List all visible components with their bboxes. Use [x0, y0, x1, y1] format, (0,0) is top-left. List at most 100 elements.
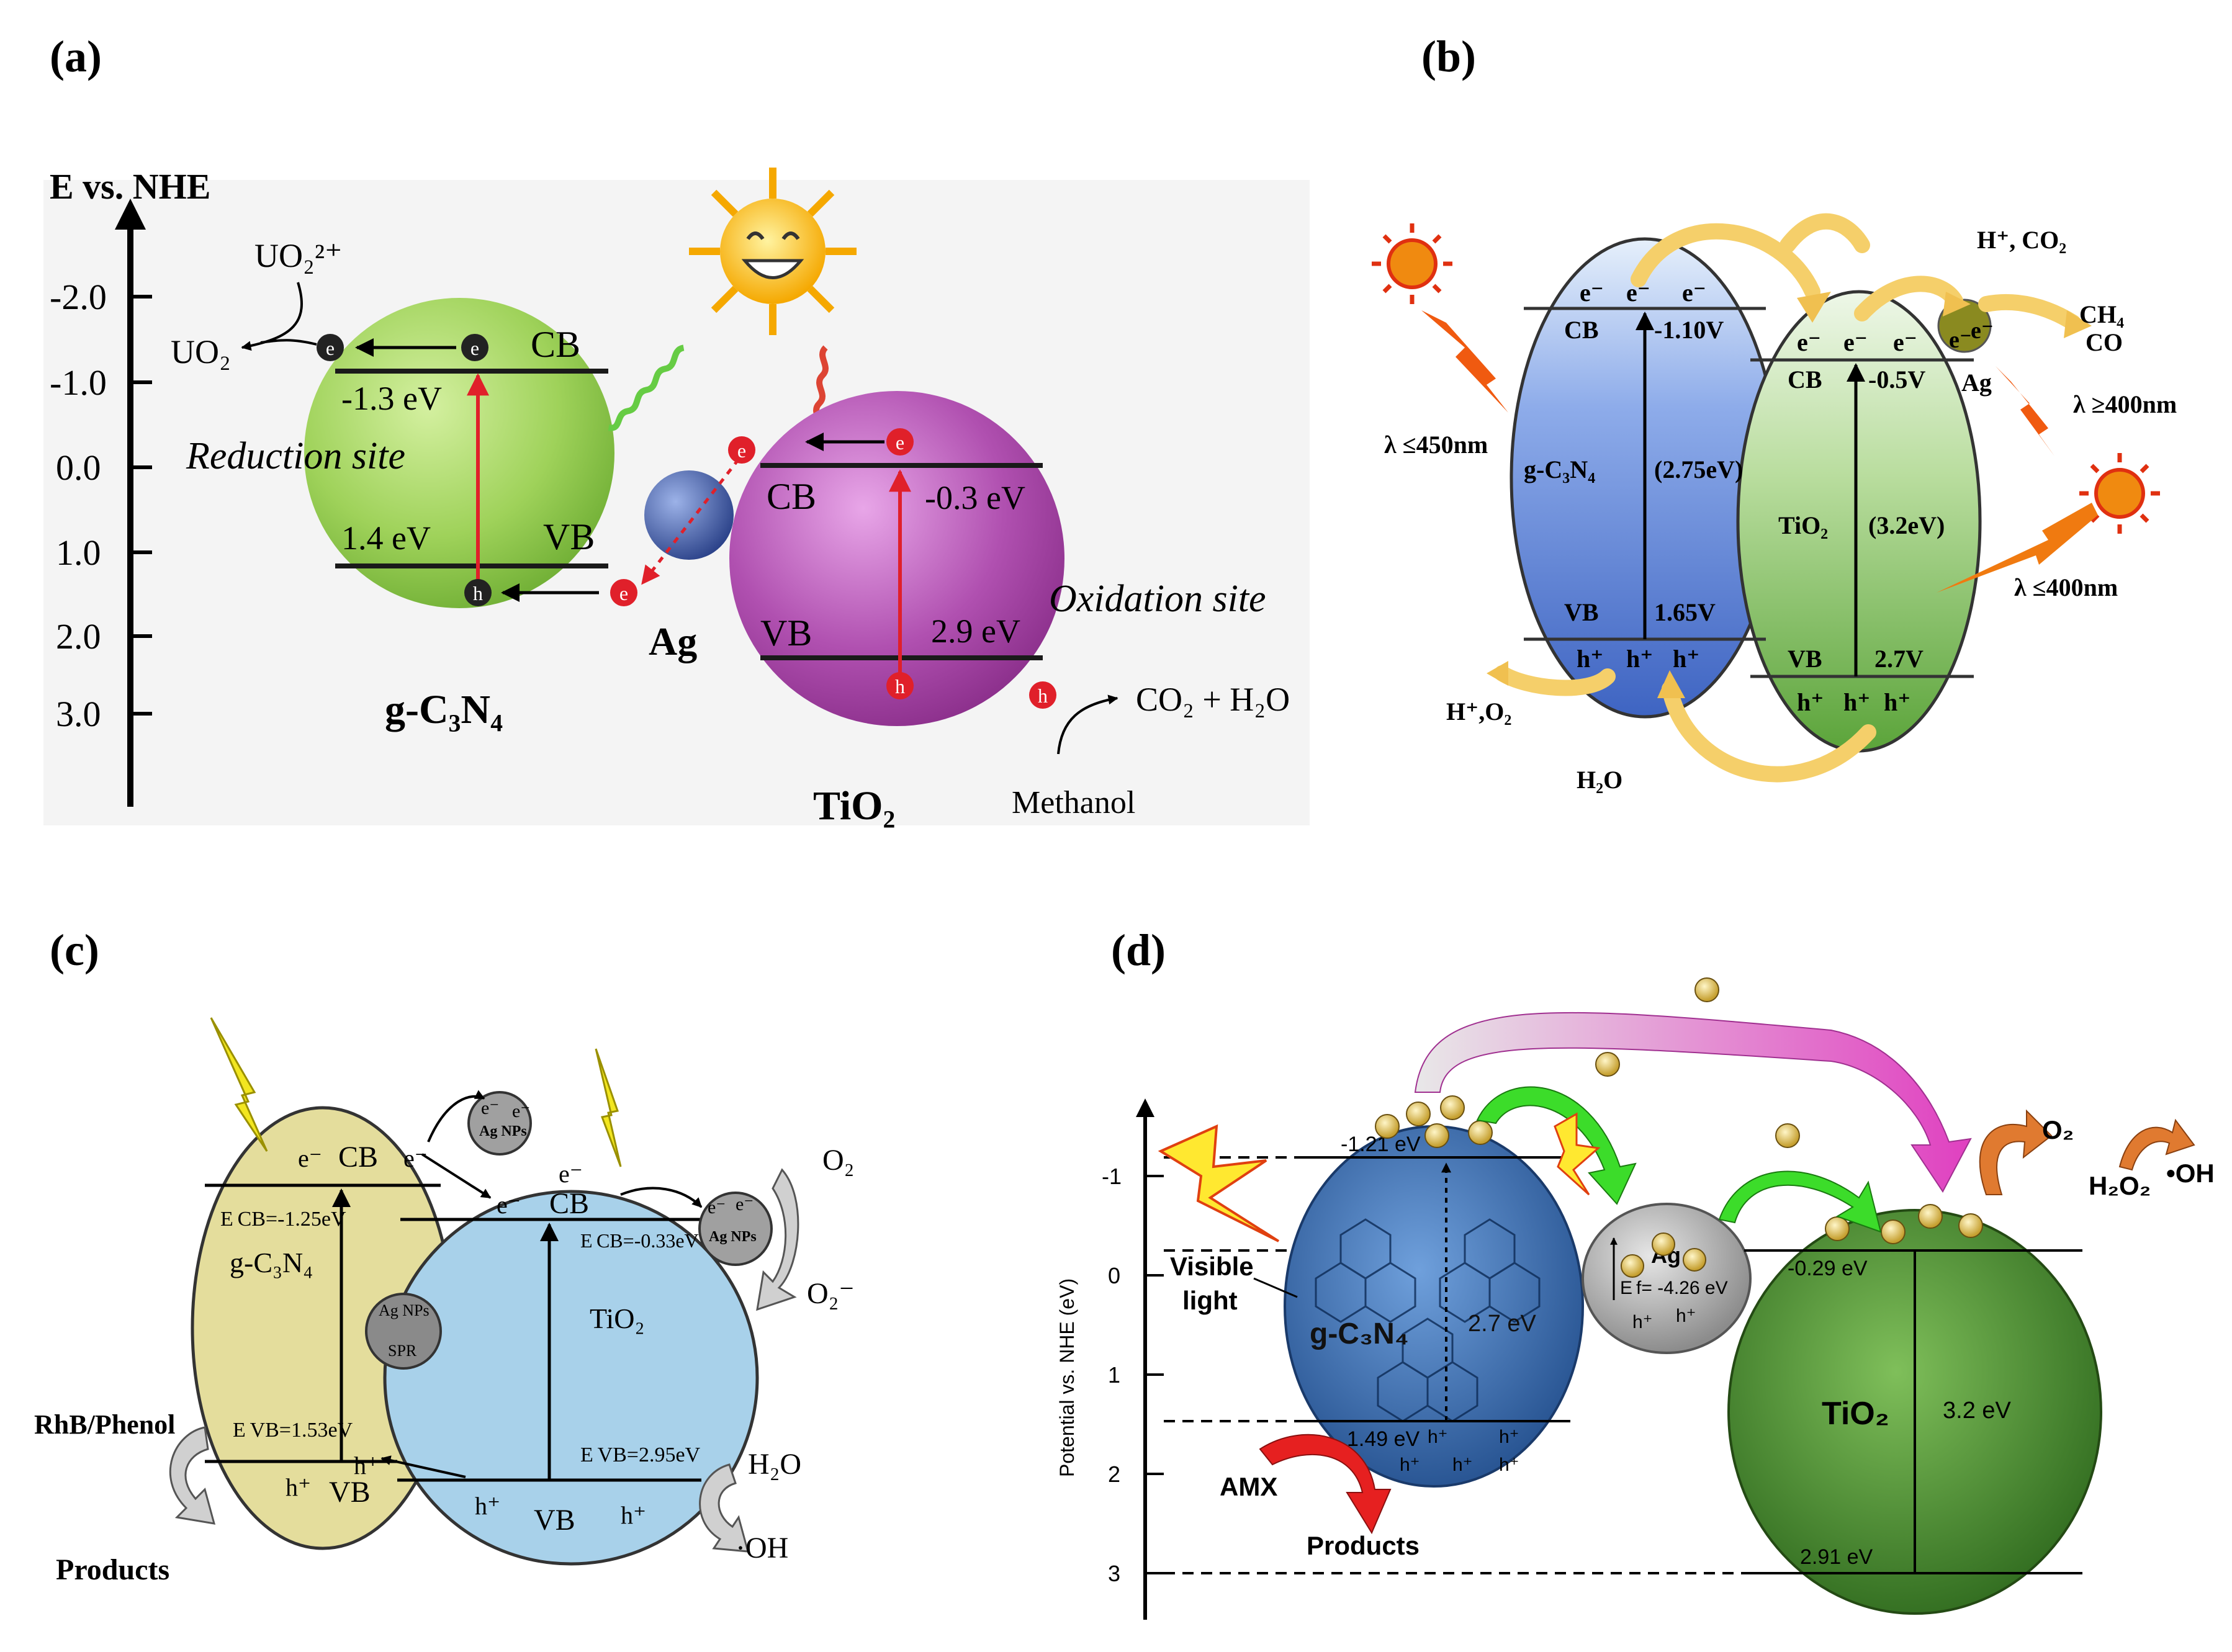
electron-transfer-arrow-green [1476, 1086, 1637, 1205]
axis-arrow-icon [1136, 1098, 1154, 1117]
electron-symbol: e⁻ [1893, 328, 1917, 356]
electron-symbol: e⁻ [1580, 279, 1604, 307]
heptazine-structure-icon [1315, 1218, 1541, 1422]
lightning-icon [210, 1017, 268, 1152]
panel-c: (c) e⁻ CB e⁻ E CB=-1.25eV g-C₃N₄ E VB=1.… [34, 925, 855, 1586]
sun-icon [2079, 453, 2160, 534]
gcn-gap: 2.7 eV [1468, 1311, 1537, 1337]
gcn-vb-value: 1.4 eV [341, 519, 431, 557]
panel-c-label: (c) [50, 925, 99, 975]
ch4-label: CH₄ [2079, 300, 2124, 328]
visible-label-2: light [1182, 1286, 1238, 1315]
tio2-gap: 3.2 eV [1943, 1398, 2012, 1424]
gcn-cb-value: -1.10V [1654, 316, 1724, 344]
tick-label: 0 [1108, 1263, 1120, 1288]
tio2-circle [383, 1190, 759, 1566]
gcn-vb-value: 1.65V [1654, 598, 1716, 626]
tio2-vb-text: VB [760, 613, 812, 653]
methanol-oxidation-arrow [1057, 694, 1118, 755]
spr-label: SPR [388, 1342, 417, 1360]
ag-particle [1937, 299, 1992, 353]
hole-symbol: h⁺ [1626, 645, 1653, 673]
tio2-cb-text: CB [549, 1187, 589, 1220]
panel-b: (b) e⁻ e⁻ e⁻ CB -1.10V g-C₃N₄ (2.75eV) V… [1372, 32, 2177, 794]
hole-icon [1029, 681, 1056, 709]
axis-ticks: -2.0 -1.0 0.0 1.0 2.0 3.0 [50, 277, 152, 734]
panel-b-label: (b) [1421, 32, 1476, 81]
tio2-cb-text: CB [767, 476, 816, 517]
hole-symbol: h [473, 582, 483, 604]
electron-symbol: e⁻ [403, 1144, 428, 1172]
tio2-cb-text: CB [1788, 366, 1822, 393]
hole-symbol: h [1038, 685, 1048, 707]
tio2-vb-value: 2.9 eV [931, 613, 1020, 650]
uo2-label: UO₂ [171, 333, 231, 370]
panel-d-label: (d) [1111, 925, 1166, 975]
hole-symbol: h⁺ [1884, 688, 1910, 716]
gcn-vb-text: VB [543, 516, 595, 557]
sun-icon [689, 168, 857, 335]
axis-title: E vs. NHE [50, 166, 210, 207]
gcn-vb-text: VB [329, 1476, 371, 1509]
tick-label: 2 [1108, 1461, 1120, 1487]
agnps-particle-right [698, 1192, 773, 1266]
gcn-cb-text: CB [338, 1141, 378, 1174]
electron-symbol: e⁻ [512, 1101, 530, 1121]
h-co2-label: H⁺, CO₂ [1977, 226, 2066, 254]
lambda-400-upper: λ ≥400nm [2073, 390, 2177, 418]
rhb-phenol-label: RhB/Phenol [34, 1409, 175, 1440]
gcn-cb-text: CB [531, 324, 580, 365]
reduction-site-label: Reduction site [186, 435, 405, 477]
hole-symbol: h⁺ [1577, 645, 1603, 673]
ag-label: Ag [649, 619, 697, 663]
tio2-label: TiO₂ [1778, 511, 1828, 539]
reaction-arrow [1259, 1434, 1392, 1535]
electron-symbol: e⁻ [559, 1160, 583, 1188]
electron-symbol: e⁻ [298, 1144, 322, 1172]
agnps-particle-top [467, 1091, 532, 1156]
gcn-label: g-C₃N₄ [1524, 456, 1595, 483]
tio2-label: TiO₂ [813, 783, 895, 828]
tio2-gap: (3.2eV) [1868, 511, 1945, 539]
co-label: CO [2086, 328, 2123, 356]
lambda-450-label: λ ≤450nm [1384, 431, 1488, 459]
electron-icon [728, 436, 755, 464]
hole-symbol: h⁺ [1499, 1427, 1519, 1447]
hole-symbol: h⁺ [1452, 1455, 1473, 1475]
gcn-cb-value: -1.3 eV [341, 380, 442, 417]
tick-label: -2.0 [50, 277, 107, 317]
h-o2-label: H⁺,O₂ [1446, 698, 1511, 725]
oh-label: •OH [2166, 1159, 2215, 1188]
tio2-evb: E VB=2.95eV [580, 1443, 701, 1466]
ag-electron: e⁻ [1949, 327, 1972, 353]
o2-minus-label: O₂⁻ [807, 1277, 855, 1310]
reaction-arrows [169, 1168, 799, 1553]
hole-symbol: h [895, 675, 905, 698]
gcn-label: g-C₃N₄ [385, 687, 503, 732]
light-wave-icon [608, 344, 685, 431]
electron-icon [317, 334, 344, 361]
electron-transfer-arrow [421, 1153, 492, 1199]
lightning-icon [1937, 503, 2098, 593]
hole-symbol: h⁺ [1797, 688, 1824, 716]
tio2-label: TiO₂ [1822, 1396, 1889, 1432]
reaction-arrow [2118, 1118, 2195, 1171]
axis-ticks: -1 0 1 2 3 [1102, 1164, 1164, 1586]
electron-transfer-dashed [641, 458, 740, 585]
hole-symbol: h⁺ [354, 1452, 379, 1479]
gcn-label: g-C₃N₄ [1310, 1318, 1409, 1350]
hole-symbol: h⁺ [475, 1492, 500, 1520]
hole-transfer-arrow [380, 1455, 466, 1478]
gcn-gap: (2.75eV) [1654, 456, 1743, 483]
agnps-label: Ag NPs [709, 1229, 757, 1245]
arrowheads [1487, 292, 2092, 698]
agnps-label: Ag NPs [479, 1123, 527, 1139]
hole-symbol: h⁺ [1673, 645, 1699, 673]
electron-symbol: e⁻ [497, 1191, 521, 1219]
uo2-2plus-label: UO₂²⁺ [254, 237, 343, 274]
hole-symbol: h⁺ [1632, 1312, 1653, 1332]
panel-a: (a) E vs. NHE -2.0 -1.0 0.0 1.0 2.0 3.0 … [43, 32, 1310, 828]
gcn-vb-text: VB [1564, 598, 1599, 626]
tio2-vb-value: 2.7V [1874, 645, 1924, 673]
electron-symbol: e [470, 337, 479, 359]
